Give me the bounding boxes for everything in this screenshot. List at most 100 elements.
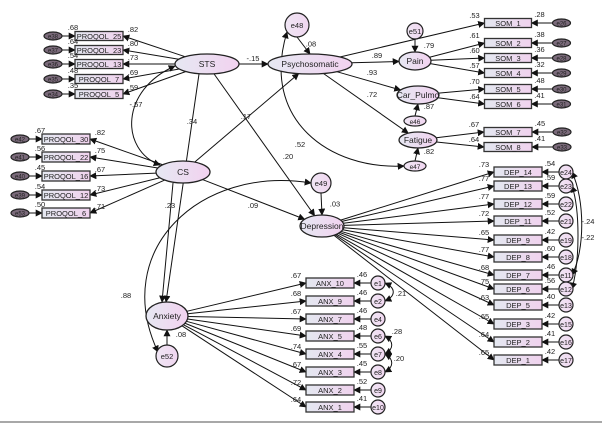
indicator-anx-7[interactable]	[305, 313, 355, 325]
indicator-dep-3[interactable]	[493, 318, 543, 330]
indicator-dep-11[interactable]	[493, 215, 543, 227]
indicator-som-8[interactable]	[483, 141, 533, 153]
latent-pain[interactable]	[398, 51, 432, 71]
error-e53[interactable]	[10, 208, 30, 218]
indicator-dep-5[interactable]	[493, 299, 543, 311]
structural-error-e46[interactable]	[403, 115, 427, 127]
latent-sts[interactable]	[174, 53, 240, 75]
error-e30[interactable]	[551, 84, 572, 94]
indicator-dep-8[interactable]	[493, 251, 543, 263]
error-e33[interactable]	[552, 142, 572, 152]
latent-depression[interactable]	[299, 214, 345, 238]
error-e9[interactable]	[370, 382, 386, 398]
error-e22[interactable]	[558, 196, 574, 212]
error-e6[interactable]	[370, 328, 386, 344]
error-e35[interactable]	[43, 74, 63, 84]
error-e12[interactable]	[558, 281, 574, 297]
error-e28[interactable]	[551, 53, 572, 63]
latent-anxiety[interactable]	[145, 301, 189, 331]
error-e21[interactable]	[558, 213, 574, 229]
error-e27[interactable]	[551, 38, 572, 48]
loading-path-dep-2	[334, 234, 495, 343]
indicator-som-4[interactable]	[483, 67, 533, 79]
indicator-som-6[interactable]	[483, 98, 533, 110]
error-e19[interactable]	[558, 232, 574, 248]
error-e8[interactable]	[370, 364, 386, 380]
latent-cs[interactable]	[155, 160, 211, 184]
structural-error-label-e49: e49	[315, 179, 328, 188]
indicator-som-3[interactable]	[483, 52, 533, 64]
error-e10[interactable]	[370, 399, 386, 415]
error-e41[interactable]	[10, 152, 30, 162]
structural-error-e52[interactable]	[155, 344, 179, 368]
indicator-proqol-25[interactable]	[74, 30, 124, 42]
structural-error-e51[interactable]	[406, 22, 424, 40]
indicator-proqol-30[interactable]	[41, 133, 91, 145]
error-e42[interactable]	[10, 134, 30, 144]
error-e26[interactable]	[551, 18, 572, 28]
error-e39[interactable]	[10, 190, 30, 200]
indicator-dep-6[interactable]	[493, 283, 543, 295]
indicator-label-som-8: SOM_8	[495, 143, 520, 152]
indicator-dep-7[interactable]	[493, 269, 543, 281]
indicator-som-7[interactable]	[483, 126, 533, 138]
indicator-proqol-12[interactable]	[41, 189, 91, 201]
indicator-proqol-7[interactable]	[74, 73, 124, 85]
indicator-som-1[interactable]	[483, 17, 533, 29]
indicator-anx-10[interactable]	[305, 277, 355, 289]
indicator-dep-13[interactable]	[493, 180, 543, 192]
indicator-proqol-23[interactable]	[74, 44, 124, 56]
error-e37[interactable]	[43, 45, 63, 55]
indicator-dep-14[interactable]	[493, 166, 543, 178]
error-e7[interactable]	[370, 346, 386, 362]
indicator-dep-1[interactable]	[493, 354, 543, 366]
structural-error-e48[interactable]	[284, 12, 310, 38]
loading-path-dep-13	[341, 184, 495, 222]
label-layer: PROQOL_25.82e38.68PROQOL_23.80e37.64PROQ…	[15, 10, 594, 412]
indicator-proqol-5[interactable]	[74, 88, 124, 100]
error-e18[interactable]	[558, 249, 574, 265]
error-e2[interactable]	[370, 293, 386, 309]
error-e40[interactable]	[10, 171, 30, 181]
loading-value-dep-3: .65	[479, 312, 489, 321]
error-e38[interactable]	[43, 31, 63, 41]
indicator-som-2[interactable]	[483, 37, 533, 49]
indicator-som-5[interactable]	[483, 83, 533, 95]
error-e1[interactable]	[370, 275, 386, 291]
error-e16[interactable]	[558, 334, 574, 350]
latent-car_pulmo[interactable]	[396, 85, 440, 105]
error-e31[interactable]	[551, 99, 572, 109]
indicator-anx-2[interactable]	[305, 384, 355, 396]
indicator-proqol-16[interactable]	[41, 170, 91, 182]
loading-path-dep-1	[333, 234, 495, 361]
latent-psychosomatic[interactable]	[267, 53, 353, 75]
error-e17[interactable]	[558, 352, 574, 368]
indicator-label-proqol-7: PROQOL_7	[79, 75, 119, 84]
loading-value-dep-1: .65	[479, 348, 489, 357]
error-e23[interactable]	[558, 178, 574, 194]
bottom-divider	[0, 421, 602, 423]
indicator-proqol-22[interactable]	[41, 151, 91, 163]
indicator-proqol-6[interactable]	[41, 207, 91, 219]
error-e36[interactable]	[43, 59, 63, 69]
indicator-anx-9[interactable]	[305, 295, 355, 307]
indicator-dep-2[interactable]	[493, 336, 543, 348]
indicator-label-proqol-25: PROQOL_25	[77, 32, 122, 41]
indicator-dep-12[interactable]	[493, 198, 543, 210]
indicator-anx-4[interactable]	[305, 348, 355, 360]
error-e4[interactable]	[370, 311, 386, 327]
error-label-e24: e24	[560, 170, 572, 177]
error-e34[interactable]	[43, 89, 63, 99]
error-e13[interactable]	[558, 297, 574, 313]
latent-fatigue[interactable]	[398, 131, 438, 149]
indicator-dep-9[interactable]	[493, 234, 543, 246]
structural-error-e49[interactable]	[310, 172, 332, 194]
error-e29[interactable]	[551, 68, 572, 78]
indicator-anx-3[interactable]	[305, 366, 355, 378]
indicator-anx-5[interactable]	[305, 330, 355, 342]
indicator-anx-1[interactable]	[305, 401, 355, 413]
indicator-proqol-13[interactable]	[74, 58, 124, 70]
structural-error-e47[interactable]	[403, 160, 427, 172]
error-e15[interactable]	[558, 316, 574, 332]
error-e32[interactable]	[552, 127, 572, 137]
